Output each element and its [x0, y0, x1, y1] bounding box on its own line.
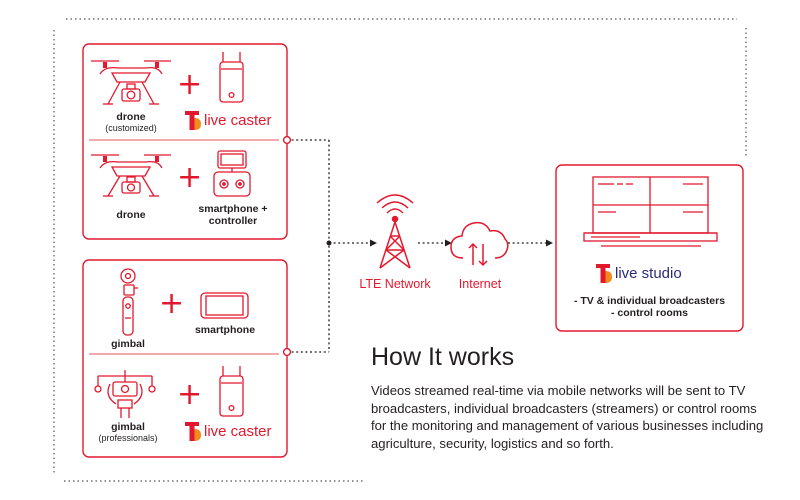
live-studio-box	[555, 164, 744, 332]
studio-description: - TV & individual broadcasters - control…	[556, 295, 743, 319]
smartphone-icon	[200, 292, 249, 319]
outer-dotted-frame	[53, 18, 747, 482]
studio-desc-line2: - control rooms	[610, 307, 688, 319]
live-caster-brand: live caster	[204, 112, 272, 129]
smartphone-controller-icon	[213, 150, 251, 197]
lte-network-label: LTE Network	[359, 277, 431, 291]
plus-icon: +	[177, 377, 203, 412]
transmitter-icon	[219, 366, 244, 417]
drone-label: drone	[98, 209, 164, 221]
plus-icon: +	[159, 286, 185, 321]
device-subtitle: (customized)	[105, 123, 157, 133]
lte-tower-icon	[376, 194, 414, 269]
device-line1: smartphone +	[198, 203, 268, 215]
t-logo-icon	[185, 111, 201, 130]
plus-icon: +	[177, 67, 203, 102]
gimbal-label: gimbal	[98, 338, 158, 350]
how-it-works-title: How It works	[371, 343, 515, 371]
drone-customized-label: drone (customized)	[98, 111, 164, 133]
internet-label: Internet	[458, 277, 502, 291]
device-name: gimbal	[111, 421, 145, 433]
live-caster-brand: live caster	[204, 423, 272, 440]
device-name: drone	[116, 111, 146, 123]
t-logo-icon	[596, 264, 612, 283]
smartphone-label: smartphone	[190, 324, 260, 336]
device-name: smartphone	[194, 324, 256, 336]
how-it-works-body: Videos streamed real-time via mobile net…	[371, 383, 764, 451]
device-subtitle: (professionals)	[98, 433, 158, 443]
arrowheads	[370, 239, 553, 247]
device-name: drone	[116, 209, 146, 221]
smartphone-controller-label: smartphone + controller	[193, 203, 273, 227]
t-logo-icon	[185, 422, 201, 441]
connector-dots	[282, 135, 332, 357]
device-name: gimbal	[111, 338, 145, 350]
bottom-device-group-box	[82, 259, 288, 458]
live-caster-text: live caster	[204, 423, 272, 440]
professional-gimbal-icon	[94, 370, 156, 418]
live-studio-brand: live studio	[615, 265, 682, 282]
connector-lines	[287, 139, 547, 353]
monitor-icon	[583, 176, 718, 247]
transmitter-icon	[219, 52, 244, 103]
cloud-icon	[450, 221, 509, 267]
live-caster-text: live caster	[204, 112, 272, 129]
studio-desc-line1: - TV & individual broadcasters	[573, 295, 726, 307]
gimbal-professionals-label: gimbal (professionals)	[90, 421, 166, 443]
drone-icon	[91, 154, 171, 197]
gimbal-icon	[120, 268, 138, 336]
live-studio-text: live studio	[615, 265, 682, 282]
plus-icon: +	[177, 160, 203, 195]
drone-icon	[91, 60, 171, 105]
device-line2: controller	[208, 215, 258, 227]
